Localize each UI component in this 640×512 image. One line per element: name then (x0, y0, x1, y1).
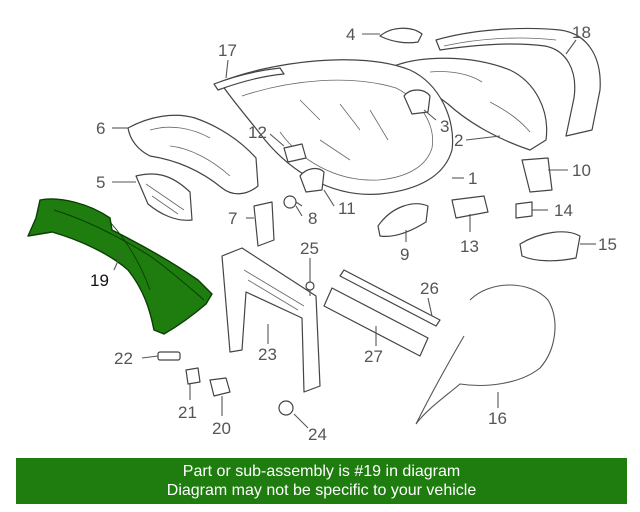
callout-7: 7 (228, 209, 237, 228)
part-20 (209, 377, 231, 397)
part-18-trim-rail (435, 27, 601, 137)
callout-20: 20 (212, 419, 231, 438)
callout-3: 3 (440, 117, 449, 136)
part-15 (519, 231, 581, 262)
callout-14: 14 (554, 201, 573, 220)
part-16-cable (415, 284, 556, 425)
part-9 (377, 203, 429, 237)
info-banner: Part or sub-assembly is #19 in diagram D… (16, 458, 627, 504)
part-11 (299, 167, 325, 193)
part-23-frame (221, 247, 321, 393)
part-7 (253, 201, 275, 247)
callout-16: 16 (488, 409, 507, 428)
callout-8: 8 (308, 209, 317, 228)
part-1-lid-frame (219, 59, 454, 195)
callout-26: 26 (420, 279, 439, 298)
callout-5: 5 (96, 173, 105, 192)
part-17-strip (213, 67, 285, 91)
part-8 (283, 195, 303, 209)
callout-12: 12 (248, 123, 267, 142)
callout-22: 22 (114, 349, 133, 368)
callout-15: 15 (598, 235, 617, 254)
banner-line-2: Diagram may not be specific to your vehi… (166, 482, 477, 499)
callout-13: 13 (460, 237, 479, 256)
part-14 (515, 201, 533, 219)
part-12 (283, 143, 307, 163)
callout-2: 2 (454, 131, 463, 150)
banner-line-1: Part or sub-assembly is #19 in diagram (182, 463, 461, 480)
part-22-bolt (157, 351, 181, 361)
part-27-panel (323, 287, 429, 357)
parts-diagram: 1 2 3 4 5 6 7 8 9 10 11 12 13 14 15 16 1… (27, 23, 617, 444)
callout-4: 4 (346, 25, 355, 44)
callout-1: 1 (468, 169, 477, 188)
part-4 (379, 27, 423, 44)
callout-6: 6 (96, 119, 105, 138)
part-13 (451, 195, 489, 219)
callout-10: 10 (572, 161, 591, 180)
part-19-highlighted (27, 198, 213, 335)
part-5 (135, 173, 193, 221)
callout-labels: 1 2 3 4 5 6 7 8 9 10 11 12 13 14 15 16 1… (90, 23, 617, 444)
part-26-strip (339, 269, 441, 327)
callout-17: 17 (218, 41, 237, 60)
callout-19: 19 (90, 271, 109, 290)
callout-leaders (112, 33, 596, 429)
callout-18: 18 (572, 23, 591, 42)
part-3 (403, 89, 431, 115)
callout-27: 27 (364, 347, 383, 366)
callout-11: 11 (338, 199, 356, 218)
part-21 (185, 367, 201, 385)
callout-24: 24 (308, 425, 327, 444)
callout-25: 25 (300, 239, 319, 258)
part-6 (127, 114, 259, 195)
part-24 (278, 400, 294, 416)
part-10 (521, 157, 553, 193)
callout-23: 23 (258, 345, 277, 364)
callout-21: 21 (178, 403, 197, 422)
callout-9: 9 (400, 245, 409, 264)
